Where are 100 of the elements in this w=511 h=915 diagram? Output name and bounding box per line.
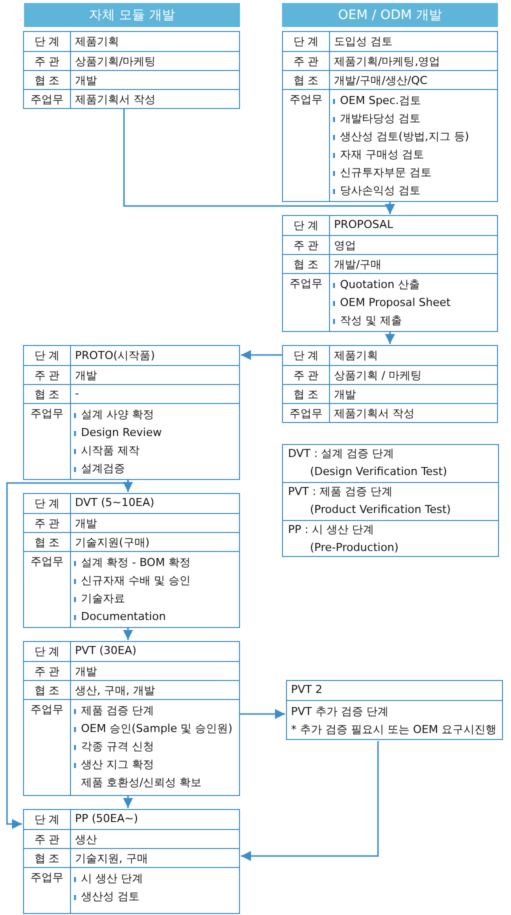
definition-text: PVT : 제품 검증 단계 — [288, 484, 394, 500]
value-cell: 제품기획/마케팅,영업 — [330, 51, 497, 70]
value-cell: 영업 — [330, 235, 497, 254]
label-cell: 단 계 — [283, 346, 330, 365]
stage-table — [282, 345, 498, 423]
label-cell: 주 관 — [24, 829, 71, 848]
definition-text: PP : 시 생산 단계 — [288, 522, 375, 538]
stage-table — [286, 680, 503, 740]
label-cell: 단 계 — [24, 494, 71, 513]
label-cell: 협 조 — [24, 680, 71, 699]
value-cell: 제품기획서 작성 — [71, 89, 239, 108]
label-cell: 단 계 — [24, 642, 71, 661]
label-cell: 협 조 — [283, 384, 330, 403]
definition-text: (Product Verification Test) — [309, 502, 452, 518]
list-item: 생산 지그 확정 — [73, 756, 239, 774]
value-cell: 상품기획 / 마케팅 — [330, 365, 497, 384]
value-cell-text: 도입성 검토 — [333, 34, 394, 50]
value-cell: 개발/구매 — [330, 254, 497, 273]
stage-table — [23, 493, 240, 628]
value-cell: 생산 — [71, 829, 239, 848]
list-item: OEM Proposal Sheet — [332, 294, 497, 312]
label-cell: 단 계 — [24, 346, 71, 365]
label-cell: 주 관 — [24, 661, 71, 680]
list-item: 제품 검증 단계 — [73, 702, 239, 720]
value-cell-text: PVT (30EA) — [74, 643, 138, 659]
definition-box — [282, 520, 499, 557]
arrow — [241, 741, 379, 861]
title-cell-text: PVT 2 — [290, 682, 324, 698]
arrow — [385, 330, 395, 344]
value-cell: - — [71, 384, 239, 403]
list-item: 신규투자부문 검토 — [332, 164, 497, 182]
list-item: OEM Spec.검토 — [332, 92, 497, 110]
arrow — [123, 626, 133, 640]
value-cell-text: DVT (5~10EA) — [74, 495, 156, 511]
label-cell: 단 계 — [283, 32, 330, 51]
label-cell: 주업무 — [24, 89, 71, 108]
arrow — [6, 478, 129, 829]
value-cell: 기술지원, 구매 — [71, 848, 239, 867]
list-item: OEM 승인(Sample 및 승인원) — [73, 720, 239, 738]
label-cell: 주 관 — [283, 51, 330, 70]
label-cell: 주업무 — [283, 89, 330, 201]
label-cell: 주 관 — [283, 235, 330, 254]
list-item: 자재 구매성 검토 — [332, 146, 497, 164]
label-cell: 주 관 — [24, 513, 71, 532]
label-cell: 주업무 — [24, 867, 71, 913]
value-cell-text: PROTO(시작품) — [74, 348, 156, 364]
label-cell: 협 조 — [24, 848, 71, 867]
label-cell: 주업무 — [283, 403, 330, 422]
list-item: 시 생산 단계 — [73, 870, 239, 888]
value-cell-text: 제품기획 — [333, 348, 379, 364]
header-band: OEM / ODM 개발 — [282, 3, 498, 27]
value-cell: 개발 — [71, 513, 239, 532]
label-cell: 협 조 — [283, 254, 330, 273]
description-text: * 추가 검증 필요시 또는 OEM 요구시진행 — [291, 722, 498, 738]
stage-table — [23, 345, 240, 480]
list-item: 시작품 제작 — [73, 442, 239, 460]
list-item: 설계 사양 확정 — [73, 406, 239, 424]
description-text: PVT 추가 검증 단계 — [291, 704, 390, 720]
list-item: 각종 규격 신청 — [73, 738, 239, 756]
label-cell: 주 관 — [24, 365, 71, 384]
stage-table — [282, 31, 498, 202]
list-item: 설계 확정 - BOM 확정 — [73, 554, 239, 572]
value-cell: 개발 — [71, 70, 239, 89]
definition-text: (Pre-Production) — [309, 540, 400, 556]
label-cell: 주업무 — [24, 699, 71, 795]
list-item: Design Review — [73, 424, 239, 442]
label-cell: 단 계 — [24, 32, 71, 51]
arrow — [240, 709, 285, 719]
list-item: 당사손익성 검토 — [332, 182, 497, 200]
definition-box — [282, 482, 499, 521]
label-cell: 주 관 — [24, 51, 71, 70]
stage-table — [282, 215, 498, 332]
definition-text: (Design Verification Test) — [309, 464, 448, 480]
stage-table — [23, 641, 240, 796]
value-cell: 제품기획서 작성 — [330, 403, 497, 422]
arrow — [123, 794, 133, 808]
value-cell: 상품기획/마케팅 — [71, 51, 239, 70]
label-cell: 주업무 — [24, 551, 71, 627]
value-cell: 생산, 구매, 개발 — [71, 680, 239, 699]
stage-table — [23, 809, 240, 914]
definition-text: DVT : 설계 검증 단계 — [288, 446, 396, 462]
label-cell: 협 조 — [24, 70, 71, 89]
list-item: 기술자료 — [73, 590, 239, 608]
value-cell: 기술지원(구매) — [71, 532, 239, 551]
value-cell: 개발 — [71, 365, 239, 384]
list-item: 생산성 검토(방법,지그 등) — [332, 128, 497, 146]
label-cell: 협 조 — [283, 70, 330, 89]
label-cell: 주 관 — [283, 365, 330, 384]
label-cell: 협 조 — [24, 384, 71, 403]
list-item: Documentation — [73, 608, 239, 626]
label-cell: 주업무 — [24, 403, 71, 479]
value-cell: 개발/구매/생산/QC — [330, 70, 497, 89]
list-item: 설계검증 — [73, 460, 239, 478]
arrow — [241, 350, 282, 360]
value-cell: 개발 — [330, 384, 497, 403]
list-item: 개발타당성 검토 — [332, 110, 497, 128]
stage-table — [23, 31, 240, 109]
list-item: 신규자재 수배 및 승인 — [73, 572, 239, 590]
value-cell: 개발 — [71, 661, 239, 680]
label-cell: 단 계 — [283, 216, 330, 235]
